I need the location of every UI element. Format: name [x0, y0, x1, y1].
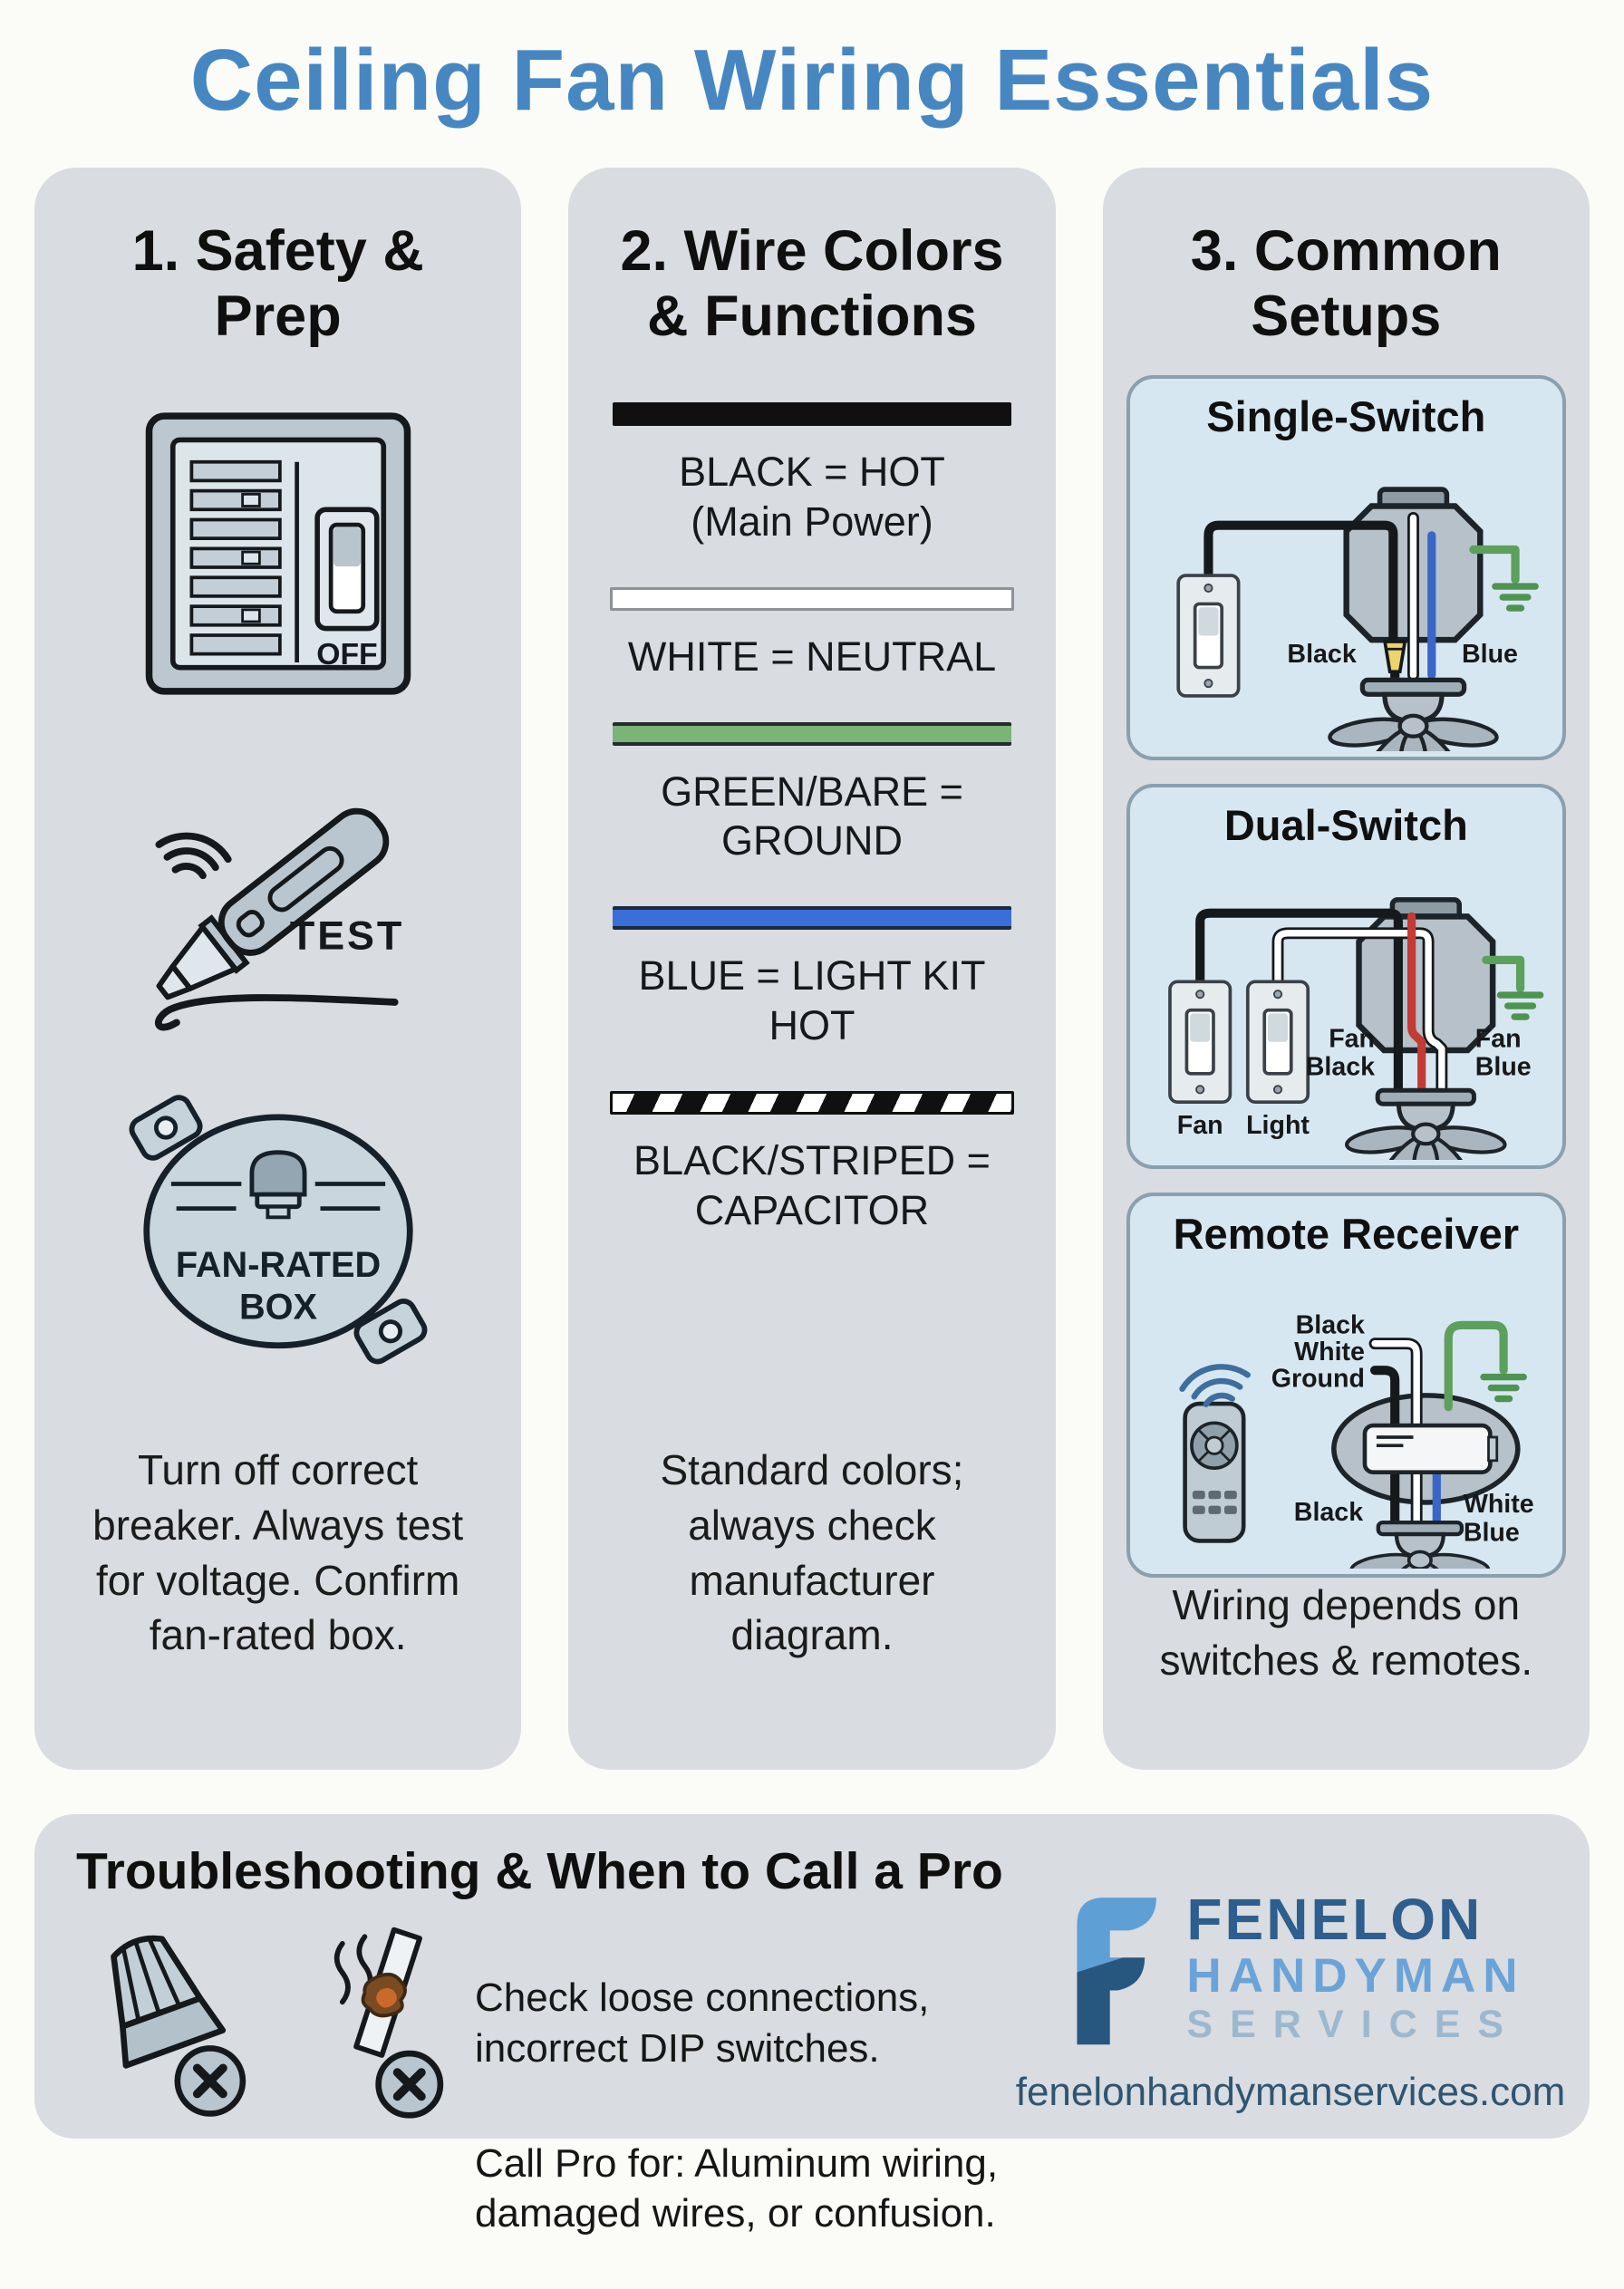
- fan-rated-label-1: FAN-RATED: [175, 1245, 380, 1285]
- fan-rated-label-2: BOX: [239, 1288, 318, 1328]
- ground-icon: [1500, 995, 1540, 1017]
- breaker-panel-icon: OFF: [145, 412, 411, 695]
- troubleshooting-section: Troubleshooting & When to Call a Pro: [34, 1814, 1590, 2236]
- remote-bottom-left-label: Black: [1293, 1498, 1362, 1527]
- fan-black-label-2: Black: [1305, 1053, 1374, 1082]
- single-switch-title: Single-Switch: [1206, 391, 1486, 440]
- striped-wire-label: BLACK/STRIPED = CAPACITOR: [633, 1137, 991, 1233]
- brand-name: FENELON HANDYMAN SERVICES: [1186, 1886, 1525, 2048]
- wire-nut-icon: [1382, 640, 1407, 673]
- column-common-setups: 3. Common Setups Single-Switch: [1102, 168, 1590, 1770]
- breaker-off-label: OFF: [316, 637, 377, 671]
- remote-receiver-diagram: Black White Ground Black White Blue: [1137, 1310, 1533, 1569]
- switch-icon: [1176, 574, 1241, 698]
- fan-rated-box-icon: FAN-RATED BOX: [129, 1095, 428, 1365]
- columns: 1. Safety & Prep OFF: [34, 168, 1590, 1770]
- wire-nut-icon: [111, 1935, 246, 2117]
- setups-body-text: Wiring depends on switches & remotes.: [1159, 1580, 1533, 1684]
- remote-bottom-right-label-1: White: [1463, 1490, 1533, 1519]
- legend-item-black: BLACK = HOT (Main Power): [592, 401, 1031, 547]
- remote-icon: [1184, 1404, 1243, 1540]
- receiver-module-icon: [1362, 1423, 1493, 1474]
- ground-icon: [1484, 1376, 1523, 1398]
- single-switch-card: Single-Switch Black Blue: [1126, 374, 1566, 760]
- troubleshooting-icons: [76, 1917, 475, 2289]
- striped-wire-swatch: [609, 1091, 1014, 1116]
- single-blue-label: Blue: [1462, 640, 1518, 669]
- wire-colors-body-text: Standard colors; always check manufactur…: [660, 1446, 964, 1659]
- fan-blue-label-2: Blue: [1474, 1053, 1531, 1082]
- troubleshooting-heading: Troubleshooting & When to Call a Pro: [76, 1842, 1003, 1900]
- brand-line-1: FENELON: [1186, 1886, 1484, 1952]
- brand-logo-row: FENELON HANDYMAN SERVICES: [1056, 1879, 1524, 2057]
- fan-blue-label-1: Fan: [1474, 1024, 1521, 1053]
- f-logo-icon: [1077, 1898, 1157, 2045]
- light-switch-label: Light: [1246, 1111, 1310, 1140]
- white-wire-label: WHITE = NEUTRAL: [627, 633, 997, 680]
- dual-switch-title: Dual-Switch: [1223, 800, 1468, 849]
- remote-top-label-2: White: [1294, 1338, 1365, 1367]
- fan-switch-label: Fan: [1176, 1111, 1223, 1140]
- infographic-poster: Ceiling Fan Wiring Essentials 1. Safety …: [0, 0, 1624, 2236]
- brand-line-2: HANDYMAN: [1186, 1948, 1525, 2003]
- dual-switch-diagram: Fan Light Fan Black Fan Blue: [1167, 854, 1555, 1160]
- single-black-label: Black: [1287, 640, 1356, 669]
- column-safety-prep: 1. Safety & Prep OFF: [34, 168, 522, 1770]
- fan-icon: [1345, 1090, 1506, 1160]
- brand-block: FENELON HANDYMAN SERVICES fenelonhandyma…: [1016, 1879, 1566, 2115]
- page-title: Ceiling Fan Wiring Essentials: [189, 32, 1435, 129]
- legend-item-striped: BLACK/STRIPED = CAPACITOR: [592, 1091, 1031, 1236]
- check-text: Check loose connections, incorrect DIP s…: [475, 1975, 930, 2071]
- remote-bottom-right-label-2: Blue: [1463, 1518, 1519, 1547]
- wifi-icon: [1179, 1361, 1252, 1409]
- black-wire-label: BLACK = HOT (Main Power): [679, 448, 945, 545]
- column-wire-colors: 2. Wire Colors & Functions BLACK = HOT (…: [568, 168, 1056, 1770]
- single-switch-diagram: Black Blue: [1176, 445, 1555, 751]
- safety-heading: 1. Safety & Prep: [131, 219, 424, 349]
- legend-item-green: GREEN/BARE = GROUND: [592, 721, 1031, 867]
- remote-top-label-1: Black: [1295, 1310, 1364, 1339]
- blue-wire-swatch: [612, 906, 1011, 931]
- fan-black-label-1: Fan: [1329, 1024, 1375, 1053]
- green-wire-label: GREEN/BARE = GROUND: [661, 768, 963, 864]
- tester-label: TEST: [290, 912, 404, 958]
- ground-icon: [1495, 586, 1535, 608]
- wire-colors-heading: 2. Wire Colors & Functions: [620, 219, 1004, 349]
- wire-legend: BLACK = HOT (Main Power) WHITE = NEUTRAL…: [592, 401, 1031, 1276]
- legend-item-white: WHITE = NEUTRAL: [592, 586, 1031, 682]
- call-pro-text: Call Pro for: Aluminum wiring, damaged w…: [475, 2140, 999, 2236]
- remote-top-label-3: Ground: [1271, 1365, 1364, 1394]
- damaged-wire-icon: [334, 1927, 444, 2119]
- green-wire-swatch: [612, 721, 1011, 746]
- white-wire-swatch: [609, 586, 1014, 611]
- brand-website: fenelonhandymanservices.com: [1015, 2070, 1566, 2114]
- remote-receiver-card: Remote Receiver: [1126, 1192, 1566, 1578]
- voltage-tester-icon: TEST: [102, 807, 404, 1031]
- switch-icon: [1167, 980, 1232, 1104]
- legend-item-blue: BLUE = LIGHT KIT HOT: [592, 906, 1031, 1051]
- blue-wire-label: BLUE = LIGHT KIT HOT: [638, 952, 986, 1049]
- safety-body-text: Turn off correct breaker. Always test fo…: [92, 1446, 464, 1659]
- switch-icon: [1245, 980, 1310, 1104]
- remote-receiver-title: Remote Receiver: [1173, 1209, 1520, 1258]
- dual-switch-card: Dual-Switch Fan Light Fan Black: [1126, 783, 1566, 1169]
- brand-line-3: SERVICES: [1186, 2003, 1522, 2047]
- fan-icon: [1328, 680, 1498, 751]
- setups-heading: 3. Common Setups: [1190, 219, 1502, 349]
- black-wire-swatch: [612, 401, 1011, 426]
